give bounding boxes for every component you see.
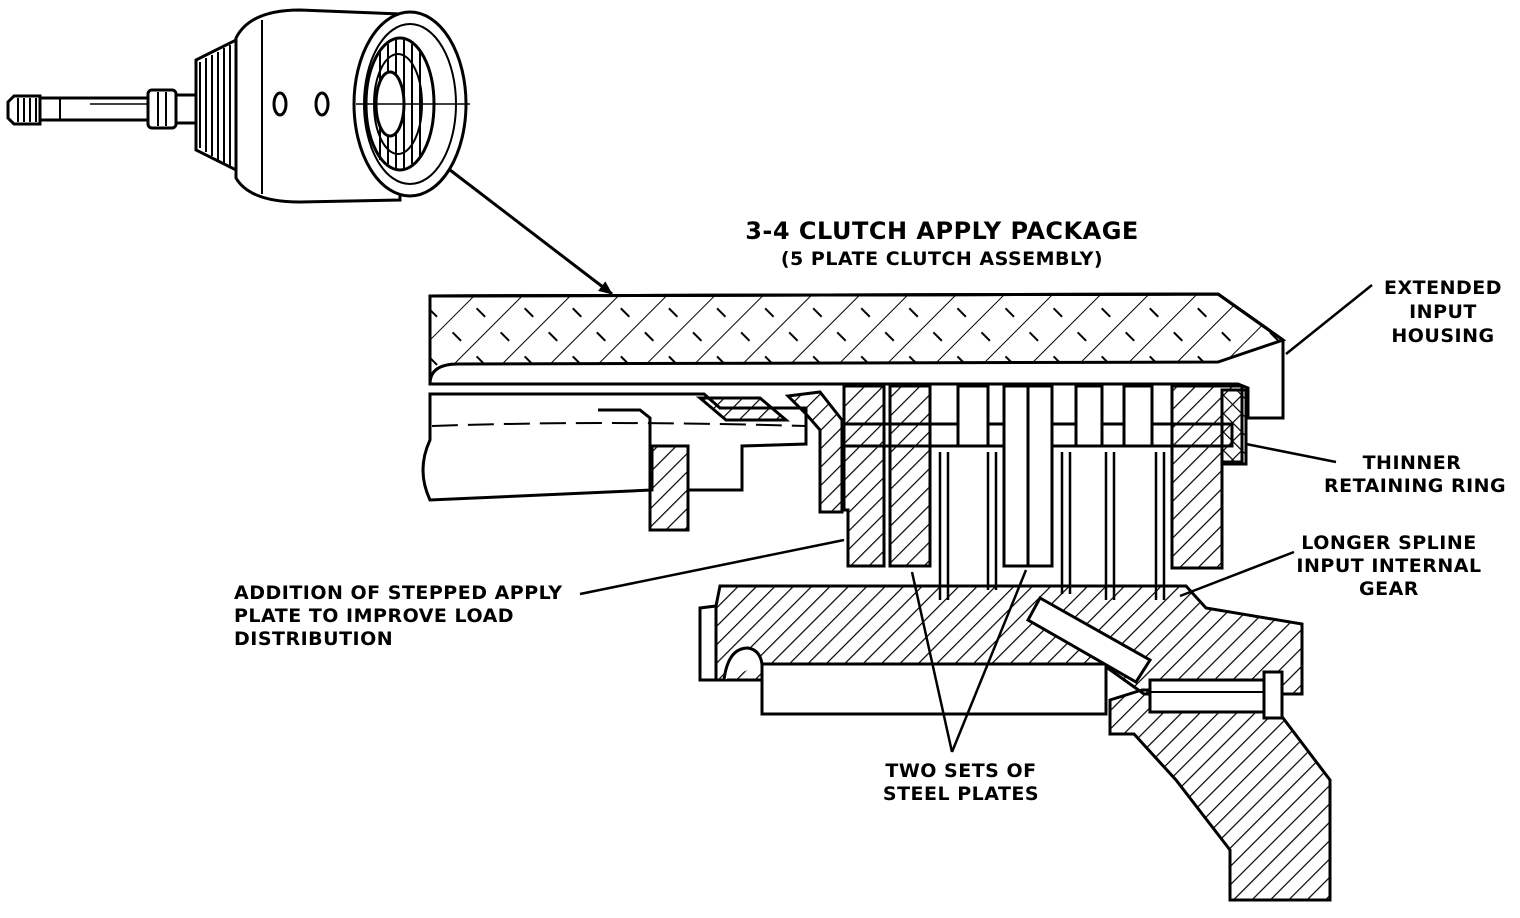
callout-line: THINNER — [1362, 452, 1462, 474]
leader-lines — [579, 284, 1373, 753]
steel-plates-label: TWO SETS OF STEEL PLATES — [866, 760, 1056, 806]
callout-line: PLATE TO IMPROVE LOAD — [234, 605, 515, 627]
callout-line: GEAR — [1359, 578, 1419, 600]
extended-input-housing — [428, 292, 1287, 420]
callout-line: EXTENDED — [1384, 277, 1502, 299]
input-internal-gear — [698, 584, 1332, 902]
stepped-apply-plate-label: ADDITION OF STEPPED APPLY PLATE TO IMPRO… — [234, 582, 584, 651]
input-hub-section — [421, 390, 844, 532]
input-shaft-and-drum-illustration — [6, 8, 470, 204]
callout-line: LONGER SPLINE — [1301, 532, 1477, 554]
retaining-ring — [1220, 388, 1248, 466]
extended-input-housing-label: EXTENDED INPUT HOUSING — [1376, 276, 1510, 348]
steel-plate-1 — [888, 384, 932, 568]
callout-line: INPUT — [1409, 301, 1477, 323]
callout-line: DISTRIBUTION — [234, 628, 394, 650]
callout-line: HOUSING — [1391, 325, 1495, 347]
clutch-pack — [840, 384, 1248, 600]
callout-line: ADDITION OF STEPPED APPLY — [234, 582, 563, 604]
detail-arrow — [449, 168, 613, 296]
thinner-retaining-ring-label: THINNER RETAINING RING — [1324, 452, 1507, 498]
diagram-subtitle: (5 PLATE CLUTCH ASSEMBLY) — [780, 248, 1104, 270]
longer-spline-label: LONGER SPLINE INPUT INTERNAL GEAR — [1290, 532, 1488, 601]
stepped-apply-plate — [842, 384, 886, 568]
callout-line: INPUT INTERNAL — [1296, 555, 1482, 577]
callout-line: STEEL PLATES — [882, 783, 1040, 805]
diagram-title: 3-4 CLUTCH APPLY PACKAGE — [745, 217, 1139, 245]
callout-line: TWO SETS OF — [885, 760, 1037, 782]
callout-line: RETAINING RING — [1324, 475, 1507, 497]
